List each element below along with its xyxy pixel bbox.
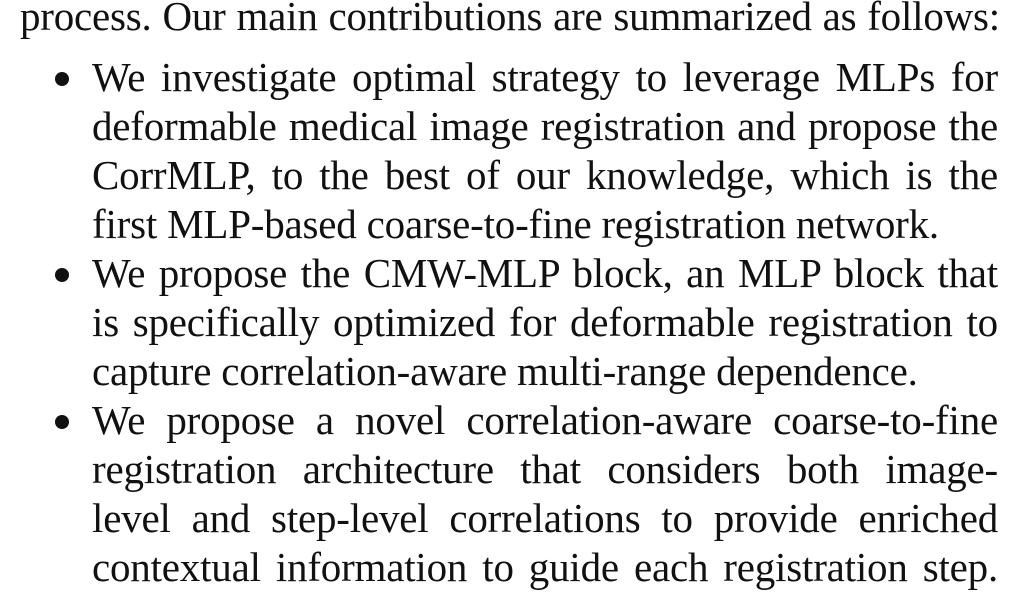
contribution-2-line-3: capture correlation-aware multi-range de… — [92, 348, 918, 394]
contribution-3-line-3: level and step-level correlations to pro… — [92, 495, 998, 541]
contribution-1-line-1: We investigate optimal strategy to lever… — [92, 54, 998, 100]
contribution-1-line-3: CorrMLP, to the best of our knowledge, w… — [92, 152, 998, 198]
contribution-2-line-2: is specifically optimized for deformable… — [92, 299, 998, 345]
contribution-1-line-2: deformable medical image registration an… — [92, 103, 998, 149]
contribution-3-line-2: registration architecture that considers… — [92, 446, 998, 492]
bullet-icon — [55, 415, 69, 429]
lead-sentence: process. Our main contributions are summ… — [20, 0, 1000, 39]
bullet-icon — [55, 268, 69, 282]
contribution-1-line-4: first MLP-based coarse-to-fine registrat… — [92, 201, 939, 247]
contribution-3-line-4: contextual information to guide each reg… — [92, 544, 998, 590]
contribution-2-line-1: We propose the CMW-MLP block, an MLP blo… — [92, 250, 998, 296]
contribution-3-line-1: We propose a novel correlation-aware coa… — [92, 397, 998, 443]
bullet-icon — [55, 72, 69, 86]
